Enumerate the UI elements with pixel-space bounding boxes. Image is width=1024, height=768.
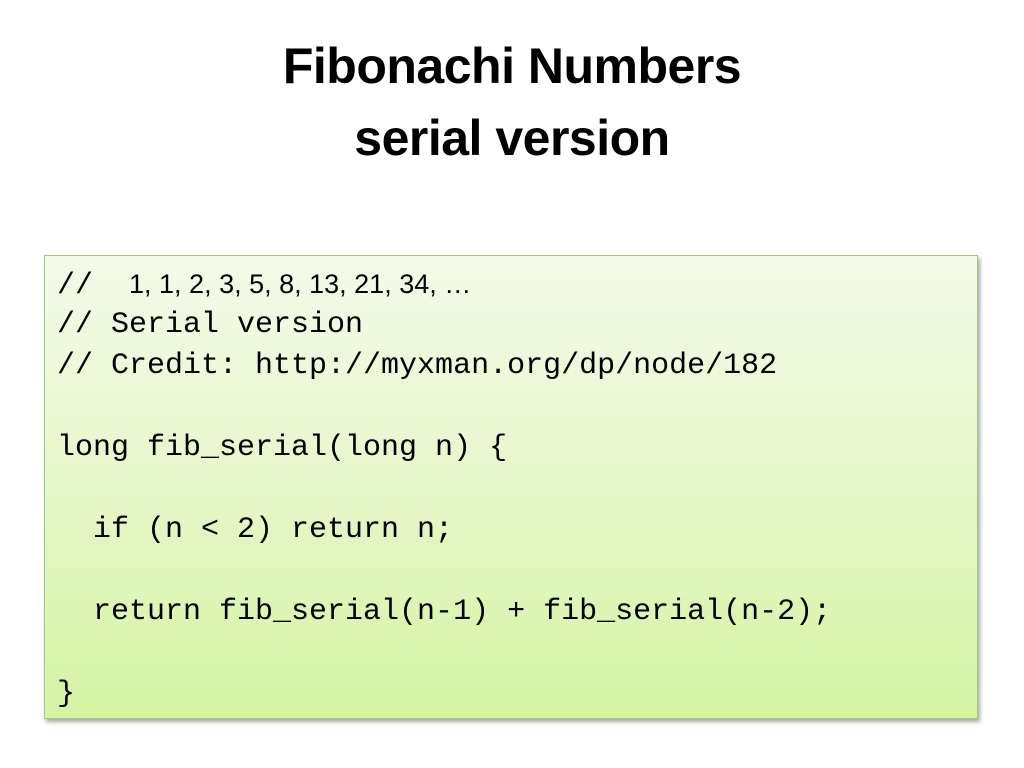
code-line-11: } xyxy=(57,677,76,711)
comment-prefix: // xyxy=(57,269,130,303)
title-line-2: serial version xyxy=(354,110,670,166)
code-line-6 xyxy=(57,469,977,510)
title-line-1: Fibonachi Numbers xyxy=(282,38,742,94)
code-line-3: // Credit: http://myxman.org/dp/node/182 xyxy=(57,349,778,383)
code-line-2: // Serial version xyxy=(57,308,364,342)
code-block: // 1, 1, 2, 3, 5, 8, 13, 21, 34, … // Se… xyxy=(44,255,978,719)
code-line-8 xyxy=(57,551,977,592)
code-line-5: long fib_serial(long n) { xyxy=(57,431,508,465)
code-line-1: // 1, 1, 2, 3, 5, 8, 13, 21, 34, … xyxy=(57,264,977,305)
slide-title: Fibonachi Numbers serial version xyxy=(0,30,1024,174)
code-line-7: if (n < 2) return n; xyxy=(57,513,454,547)
code-line-10 xyxy=(57,633,977,674)
code-line-9: return fib_serial(n-1) + fib_serial(n-2)… xyxy=(57,595,832,629)
fibonacci-sequence: 1, 1, 2, 3, 5, 8, 13, 21, 34, … xyxy=(129,269,472,299)
code-line-4 xyxy=(57,387,977,428)
